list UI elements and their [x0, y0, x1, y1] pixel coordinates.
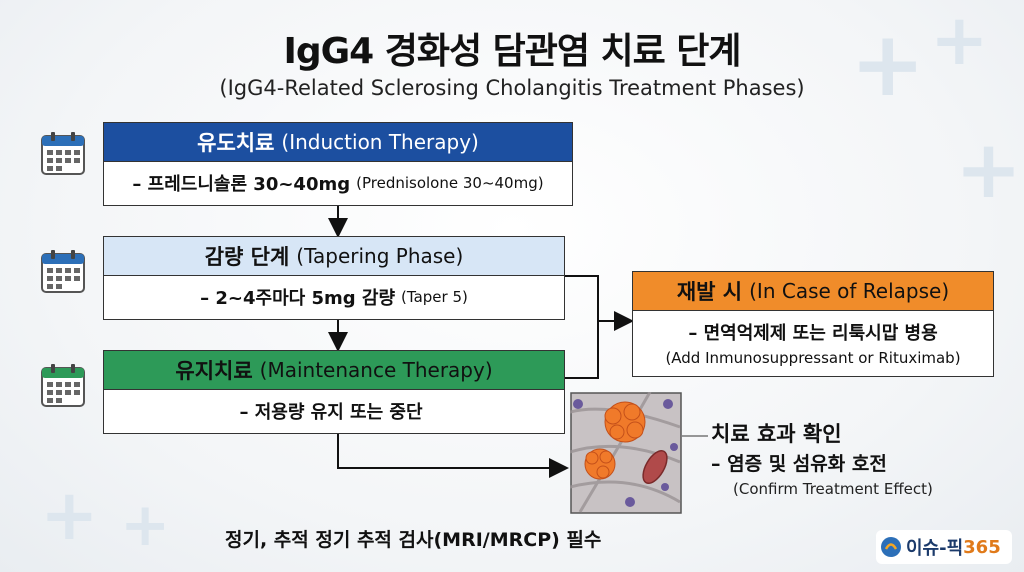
plus-decoration-icon: + — [955, 123, 1023, 216]
relapse-body-en: (Add Inmunosuppressant or Rituximab) — [665, 349, 961, 367]
relapse-body: – 면역억제제 또는 리툭시맙 병용 (Add Inmunosuppressan… — [633, 311, 993, 375]
maintenance-body: – 저용량 유지 또는 중단 — [104, 390, 564, 432]
effect-title: 치료 효과 확인 — [711, 422, 842, 446]
plus-decoration-icon: + — [930, 0, 989, 81]
induction-body-ko: – 프레드니솔론 30~40mg — [132, 174, 351, 195]
induction-body-en: (Prednisolone 30~40mg) — [356, 174, 544, 192]
maintenance-header-ko: 유지치료 — [175, 359, 253, 383]
brand-logo: 이슈-픽 365 — [876, 530, 1012, 564]
tapering-header-en: (Tapering Phase) — [296, 244, 464, 268]
relapse-header-en: (In Case of Relapse) — [749, 279, 950, 303]
calendar-icon — [41, 364, 85, 407]
relapse-header-ko: 재발 시 — [676, 280, 743, 304]
tissue-illustration — [570, 392, 682, 514]
maintenance-body-ko: – 저용량 유지 또는 중단 — [239, 402, 423, 423]
effect-en: (Confirm Treatment Effect) — [733, 480, 933, 498]
induction-header: 유도치료 (Induction Therapy) — [104, 123, 572, 162]
relapse-header: 재발 시 (In Case of Relapse) — [633, 272, 993, 311]
plus-decoration-icon: + — [120, 490, 171, 560]
page-subtitle: (IgG4-Related Sclerosing Cholangitis Tre… — [219, 76, 805, 100]
plus-decoration-icon: + — [40, 474, 99, 556]
calendar-icon — [41, 132, 85, 175]
maintenance-header-en: (Maintenance Therapy) — [259, 358, 493, 382]
tapering-header: 감량 단계 (Tapering Phase) — [104, 237, 564, 276]
tapering-phase-box: 감량 단계 (Tapering Phase) – 2~4주마다 5mg 감량 (… — [103, 236, 565, 320]
induction-body: – 프레드니솔론 30~40mg (Prednisolone 30~40mg) — [104, 162, 572, 204]
tapering-body: – 2~4주마다 5mg 감량 (Taper 5) — [104, 276, 564, 318]
effect-detail: – 염증 및 섬유화 호전 — [711, 453, 887, 475]
page-title: IgG4 경화성 담관염 치료 단계 — [283, 31, 741, 72]
logo-icon — [881, 537, 901, 557]
induction-therapy-box: 유도치료 (Induction Therapy) – 프레드니솔론 30~40m… — [103, 122, 573, 206]
plus-decoration-icon: + — [850, 12, 926, 117]
induction-header-ko: 유도치료 — [197, 131, 275, 155]
tapering-header-ko: 감량 단계 — [204, 245, 290, 269]
relapse-body-ko: – 면역억제제 또는 리툭시맙 병용 — [688, 323, 938, 344]
relapse-box: 재발 시 (In Case of Relapse) – 면역억제제 또는 리툭시… — [632, 271, 994, 377]
calendar-icon — [41, 250, 85, 293]
maintenance-therapy-box: 유지치료 (Maintenance Therapy) – 저용량 유지 또는 중… — [103, 350, 565, 434]
induction-header-en: (Induction Therapy) — [281, 130, 479, 154]
tapering-body-en: (Taper 5) — [401, 288, 468, 306]
footer-note: 정기, 추적 정기 추적 검사(MRI/MRCP) 필수 — [225, 529, 602, 551]
logo-number: 365 — [963, 536, 1001, 558]
tapering-body-ko: – 2~4주마다 5mg 감량 — [200, 288, 396, 309]
logo-text: 이슈-픽 — [906, 538, 964, 559]
maintenance-header: 유지치료 (Maintenance Therapy) — [104, 351, 564, 390]
